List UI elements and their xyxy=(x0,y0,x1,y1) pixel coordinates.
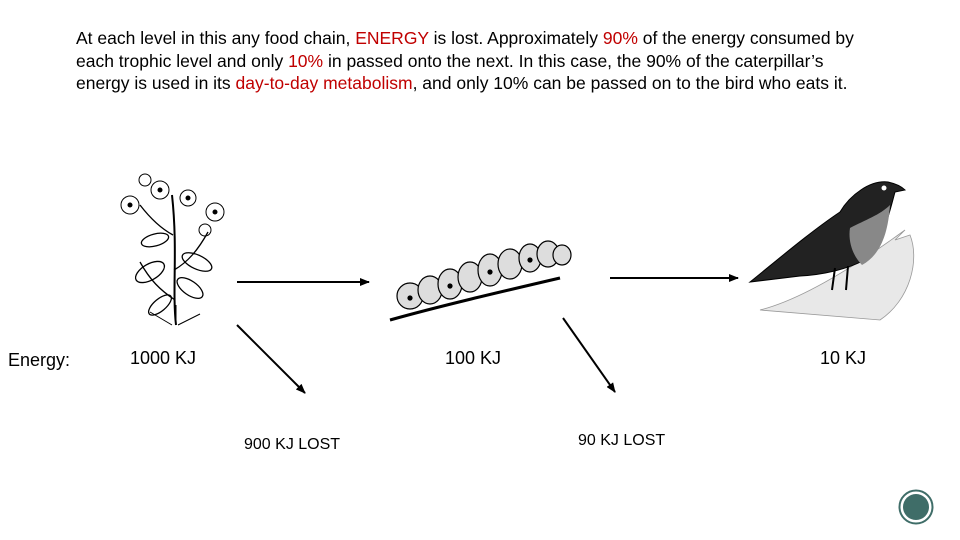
bird-icon xyxy=(748,181,915,321)
para-part-3: is lost. Approximately xyxy=(428,28,603,48)
circle-button-icon[interactable] xyxy=(898,489,934,525)
arrow-caterpillar-energy-lost xyxy=(562,317,616,393)
energy-lost-label-2: 90 KJ LOST xyxy=(578,432,666,449)
para-part-1: At each level in this any food chain, xyxy=(76,28,356,48)
intro-paragraph: At each level in this any food chain, EN… xyxy=(76,27,876,95)
energy-lost-label-1: 900 KJ LOST xyxy=(244,436,341,453)
caterpillar-energy-label: 100 KJ xyxy=(445,348,502,368)
energy-highlight: ENERGY xyxy=(355,28,429,48)
para-part-9: , and only 10% can be passed on to the b… xyxy=(412,73,848,93)
energy-row-label: Energy: xyxy=(8,350,71,370)
para-part-5: of the energy consumed by each trophic l… xyxy=(76,28,854,71)
plant-energy-label: 1000 KJ xyxy=(130,348,197,368)
caterpillar-icon xyxy=(389,240,572,322)
metabolism-highlight: day-to-day metabolism xyxy=(235,73,413,93)
ninety-percent-highlight: 90% xyxy=(602,28,638,48)
para-part-7: in passed onto the next. In this case, t… xyxy=(76,50,824,94)
plant-icon xyxy=(120,173,225,326)
bird-energy-label: 10 KJ xyxy=(820,348,867,368)
arrow-plant-energy-lost xyxy=(236,324,306,394)
ten-percent-highlight: 10% xyxy=(288,50,324,71)
